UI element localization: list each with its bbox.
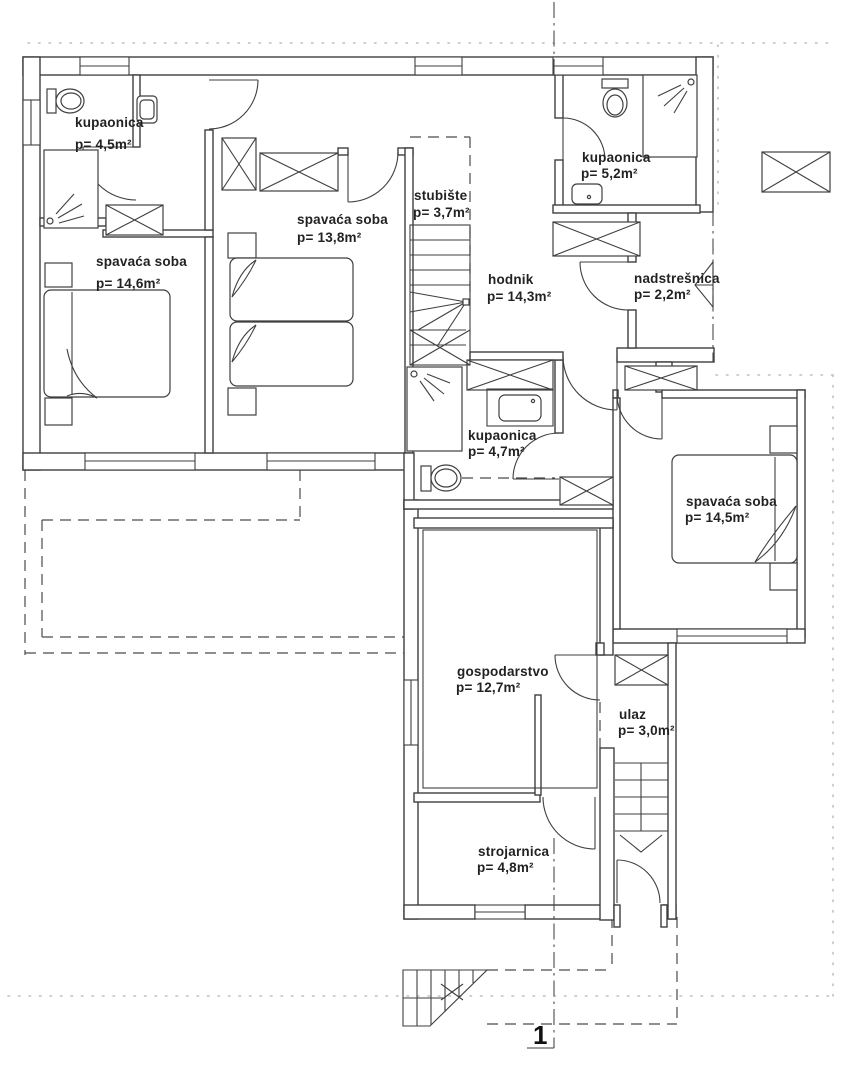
bottom-dashed-outline (487, 917, 678, 1025)
door-bathroom-2 (562, 117, 606, 161)
room-label-stubiste: stubište p= 3,7m² (413, 188, 470, 220)
nadstresnica-boundary (694, 210, 714, 362)
wardrobe (105, 204, 164, 236)
door-strojarnica (542, 796, 596, 850)
svg-text:p= 4,8m²: p= 4,8m² (477, 860, 534, 875)
svg-text:kupaonica: kupaonica (582, 150, 651, 165)
bathroom1-fixtures (43, 88, 158, 229)
door-bedroom-2 (347, 151, 399, 203)
bathroom3-fixtures (406, 366, 554, 492)
shower (406, 366, 463, 452)
svg-text:p= 3,7m²: p= 3,7m² (413, 205, 470, 220)
wardrobes (105, 137, 831, 686)
window-gospodarstvo (403, 679, 419, 746)
door-bathroom-3 (512, 432, 560, 480)
window-bedroom3 (676, 628, 788, 644)
window-top-3 (552, 56, 604, 76)
wardrobe (559, 476, 614, 506)
window-strojarnica (474, 904, 526, 920)
window-bedroom2 (266, 452, 376, 471)
terrace-dashed-outline (24, 470, 405, 655)
toilet (46, 88, 85, 114)
shower (43, 149, 99, 229)
room-label-hodnik: hodnik p= 14,3m² (487, 272, 552, 304)
room-label-spavaca-soba-1: spavaća soba p= 14,6m² (96, 254, 187, 291)
svg-text:gospodarstvo: gospodarstvo (457, 664, 549, 679)
svg-text:p= 14,5m²: p= 14,5m² (685, 510, 750, 525)
wardrobe (624, 365, 698, 391)
svg-text:p= 2,2m²: p= 2,2m² (634, 287, 691, 302)
wardrobe (259, 152, 339, 192)
svg-text:p= 12,7m²: p= 12,7m² (456, 680, 521, 695)
svg-text:p= 4,7m²: p= 4,7m² (468, 444, 525, 459)
svg-text:p= 14,6m²: p= 14,6m² (96, 276, 161, 291)
staircase-stubiste (409, 136, 471, 366)
svg-text:spavaća soba: spavaća soba (96, 254, 187, 269)
window-left-bath1 (22, 99, 41, 146)
svg-text:kupaonica: kupaonica (75, 115, 144, 130)
door-bedroom-3 (616, 393, 663, 440)
section-marker-label: 1 (533, 1020, 547, 1050)
svg-text:p= 3,0m²: p= 3,0m² (618, 723, 675, 738)
svg-text:kupaonica: kupaonica (468, 428, 537, 443)
window-bedroom1 (84, 452, 196, 471)
wardrobe (614, 654, 669, 686)
svg-text:p= 14,3m²: p= 14,3m² (487, 289, 552, 304)
wardrobe (466, 359, 554, 391)
door-vestibule (208, 79, 259, 130)
room-label-kupaonica-1: kupaonica p= 4,5m² (75, 115, 144, 152)
svg-text:hodnik: hodnik (488, 272, 534, 287)
toilet (601, 78, 629, 118)
door-gospodarstvo (554, 654, 601, 701)
windows (22, 56, 788, 920)
shower (642, 74, 698, 158)
svg-text:stubište: stubište (414, 188, 468, 203)
bathroom2-fixtures (571, 74, 698, 205)
door-nadstresnica (579, 261, 629, 311)
wardrobe (552, 221, 641, 257)
bed-double-bedroom1 (43, 262, 171, 426)
sink (486, 388, 554, 427)
staircase-ulaz (615, 762, 668, 853)
section-line: 1 (527, 2, 555, 1050)
svg-text:p= 4,5m²: p= 4,5m² (75, 137, 132, 152)
svg-text:p= 13,8m²: p= 13,8m² (297, 230, 362, 245)
wardrobe (221, 137, 257, 191)
interior-walls (39, 74, 701, 928)
room-label-spavaca-soba-2: spavaća soba p= 13,8m² (297, 212, 388, 245)
doors (82, 79, 663, 904)
door-hall-lower (562, 355, 618, 411)
gospodarstvo-inner-outline (422, 529, 598, 789)
beds-twin-bedroom2 (227, 232, 354, 416)
window-top-1 (79, 56, 130, 76)
window-top-2 (414, 56, 463, 76)
toilet (420, 464, 462, 492)
svg-text:spavaća soba: spavaća soba (297, 212, 388, 227)
svg-text:ulaz: ulaz (619, 707, 646, 722)
svg-text:nadstrešnica: nadstrešnica (634, 271, 720, 286)
exterior-stair (402, 969, 489, 1027)
roof-overhang-dotted-outline (7, 42, 837, 997)
sink (571, 183, 603, 205)
wardrobe (761, 151, 831, 193)
sink (136, 95, 158, 124)
bed-double-bedroom3 (671, 425, 798, 591)
svg-text:p= 5,2m²: p= 5,2m² (581, 166, 638, 181)
svg-text:spavaća soba: spavaća soba (686, 494, 777, 509)
door-entrance (616, 859, 661, 904)
svg-text:strojarnica: strojarnica (478, 844, 550, 859)
